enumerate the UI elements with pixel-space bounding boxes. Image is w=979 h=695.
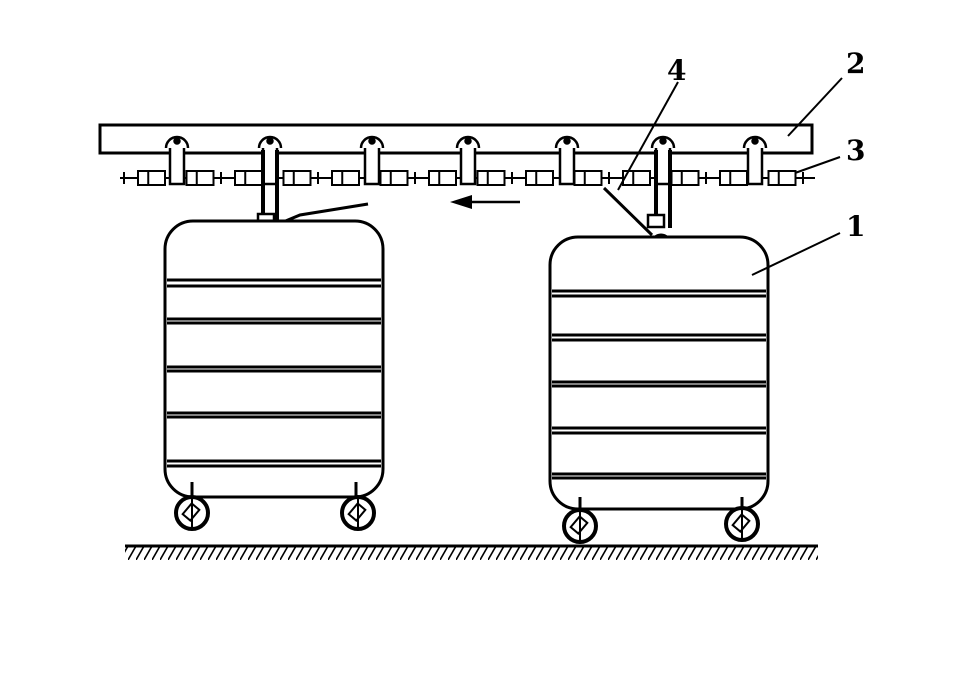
hanger — [455, 135, 481, 186]
leader-lines — [617, 77, 843, 276]
chain-link — [719, 170, 748, 186]
wheel-right-2 — [724, 497, 760, 542]
direction-arrow — [450, 195, 520, 209]
cart-left — [163, 150, 385, 531]
cart-right — [548, 150, 770, 544]
chain-link — [670, 170, 700, 186]
chain-link — [282, 170, 312, 186]
wheel-left-1 — [174, 482, 210, 531]
chain-link — [525, 170, 554, 186]
chain-link — [137, 170, 166, 186]
chain-link — [185, 170, 215, 186]
hanger — [554, 135, 580, 186]
wheel-left-2 — [340, 482, 376, 531]
hanger — [359, 135, 385, 186]
chain-link — [428, 170, 457, 186]
conveyor-chain — [120, 170, 815, 186]
chain-link — [476, 170, 506, 186]
hanger — [742, 135, 768, 186]
cart-slats-left — [167, 278, 381, 468]
label-hook: 4 — [667, 54, 686, 87]
track-hangers — [164, 135, 768, 186]
ground — [125, 544, 818, 560]
label-chain: 3 — [846, 134, 865, 167]
chain-link — [573, 170, 603, 186]
hanger — [257, 135, 283, 186]
wheel-right-1 — [562, 497, 598, 544]
label-cart: 1 — [846, 210, 865, 243]
hanger — [164, 135, 190, 186]
chain-link — [622, 170, 651, 186]
overhead-track — [98, 123, 814, 155]
label-track: 2 — [846, 47, 865, 80]
chain-link — [234, 170, 263, 186]
chain-link — [767, 170, 797, 186]
chain-link — [379, 170, 409, 186]
chain-link — [331, 170, 360, 186]
cart-slats-right — [552, 289, 766, 480]
